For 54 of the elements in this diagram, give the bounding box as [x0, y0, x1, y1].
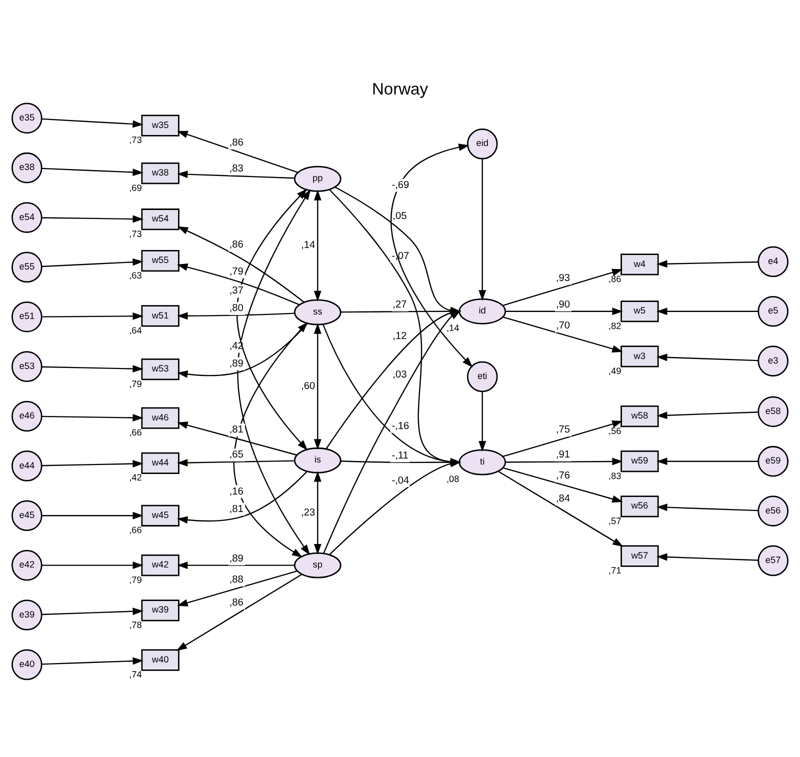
edge-label: ,60: [301, 380, 316, 392]
edge-label: ,80: [229, 302, 244, 314]
node-label: ,82: [608, 320, 622, 330]
node-label: ,63: [129, 270, 142, 280]
edge-label: ,86: [229, 597, 244, 608]
node-label: ,86: [608, 273, 622, 284]
edge-label: ,16: [229, 486, 244, 497]
edge-label: -,16: [392, 420, 410, 432]
edge-label: ,03: [392, 368, 407, 380]
node-label: ,74: [129, 669, 142, 680]
node-label: ,49: [608, 365, 622, 376]
edge-label: ,81: [229, 424, 244, 436]
node-label: ,79: [129, 574, 142, 584]
edge-label: ,86: [229, 239, 244, 250]
edge-label: ,75: [556, 424, 570, 436]
node-label: ,56: [608, 425, 622, 436]
node-label: ,71: [608, 565, 622, 576]
edge-label: ,86: [229, 137, 244, 148]
diagram-title: Norway: [372, 79, 428, 98]
edge-label: ,91: [556, 448, 570, 460]
edge-label: ,83: [229, 162, 244, 174]
node-label: ,73: [129, 134, 142, 145]
edge-label: -,04: [392, 474, 410, 486]
node-label: ,73: [129, 228, 142, 238]
edge-label: ,76: [556, 470, 570, 482]
edge-label: ,65: [229, 448, 244, 460]
node-label: ,79: [129, 378, 142, 388]
edge-label: ,05: [392, 210, 407, 222]
edge-label: -,69: [392, 179, 410, 190]
edge-label: ,89: [229, 358, 244, 369]
edge-label: ,84: [556, 493, 570, 504]
edge-label: ,37: [229, 285, 244, 296]
node-label: ,64: [129, 324, 142, 335]
edge-label: ,27: [392, 299, 407, 310]
node-label: ,69: [129, 182, 142, 192]
node-label: ,42: [129, 472, 142, 482]
node-label: ,57: [608, 515, 622, 526]
node-label: ,08: [446, 473, 460, 484]
node-label: ,66: [129, 524, 142, 535]
node-label: ,78: [129, 619, 142, 630]
edge-label: ,79: [229, 266, 244, 277]
edge-label: ,81: [229, 503, 244, 514]
edge-label: ,93: [556, 272, 570, 284]
node-label: ,66: [129, 427, 142, 438]
node-label: ,14: [446, 322, 460, 333]
edge-label: ,12: [392, 330, 407, 342]
edge-label: ,88: [229, 574, 244, 586]
node-label: ,83: [608, 470, 622, 480]
edge-label: ,89: [229, 552, 244, 564]
edge-label: -,11: [392, 450, 408, 461]
edge-label: ,70: [556, 320, 570, 332]
edge-label: ,90: [556, 299, 570, 310]
edge-label: ,14: [301, 240, 316, 251]
edge-label: ,23: [301, 506, 316, 518]
